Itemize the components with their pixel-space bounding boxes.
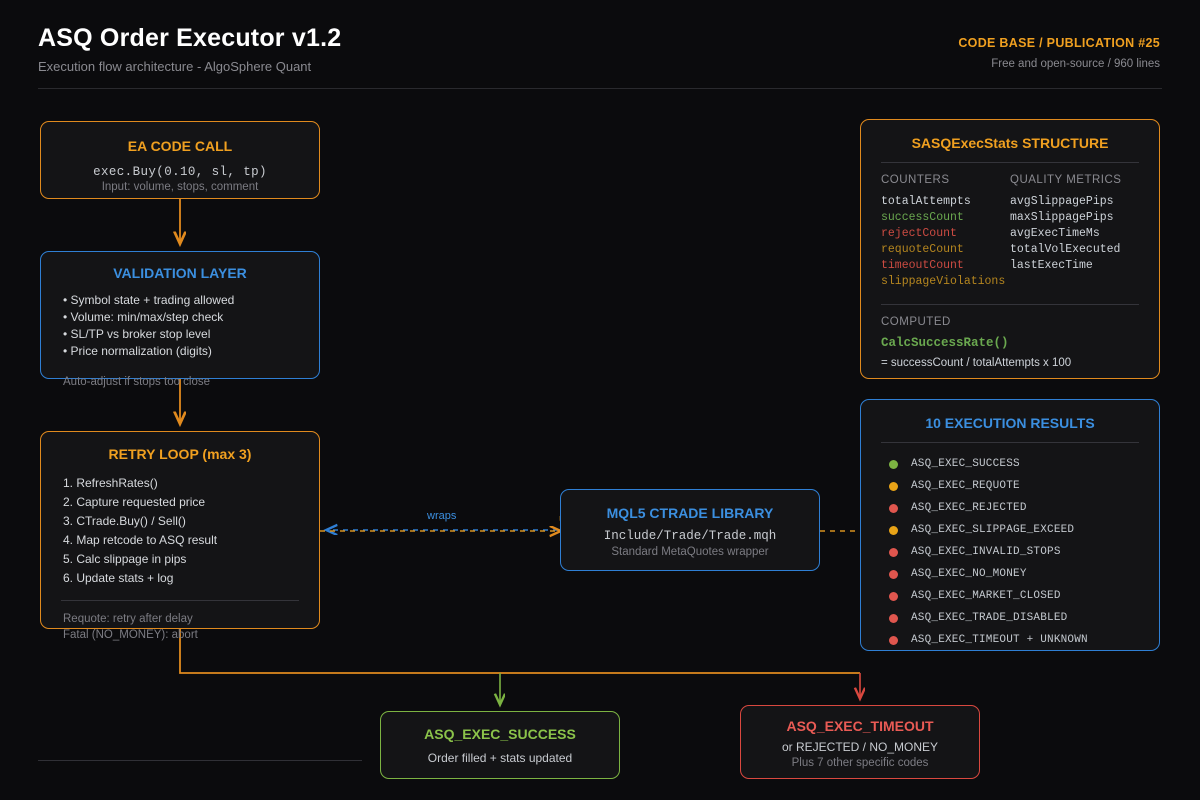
panel-divider <box>881 442 1139 443</box>
node-ea-code-call[interactable]: EA CODE CALL exec.Buy(0.10, sl, tp) Inpu… <box>40 121 320 199</box>
outcome-note: Plus 7 other specific codes <box>791 757 929 769</box>
validation-footnote: Auto-adjust if stops too close <box>63 376 211 388</box>
list-item: slippageViolations <box>881 275 1006 288</box>
list-item: rejectCount <box>881 227 957 240</box>
column-header: QUALITY METRICS <box>1010 174 1122 186</box>
list-item[interactable]: ASQ_EXEC_SUCCESS <box>889 453 1139 475</box>
panel-execution-results[interactable]: 10 EXECUTION RESULTS ASQ_EXEC_SUCCESS AS… <box>860 399 1160 651</box>
list-item: 3. CTrade.Buy() / Sell() <box>63 514 186 528</box>
retry-note: Requote: retry after delay <box>63 613 193 625</box>
list-item[interactable]: ASQ_EXEC_REJECTED <box>889 497 1139 519</box>
status-dot-icon <box>889 547 898 557</box>
node-outcome-success[interactable]: ASQ_EXEC_SUCCESS Order filled + stats up… <box>380 711 620 779</box>
status-dot-icon <box>889 569 898 579</box>
list-item[interactable]: ASQ_EXEC_REQUOTE <box>889 475 1139 497</box>
panel-divider <box>881 304 1139 305</box>
node-mql5-ctrade-library[interactable]: MQL5 CTRADE LIBRARY Include/Trade/Trade.… <box>560 489 820 571</box>
list-item[interactable]: ASQ_EXEC_NO_MONEY <box>889 563 1139 585</box>
panel-divider <box>881 162 1139 163</box>
result-label: ASQ_EXEC_SLIPPAGE_EXCEED <box>911 524 1075 536</box>
status-dot-icon <box>889 459 898 469</box>
list-item[interactable]: ASQ_EXEC_SLIPPAGE_EXCEED <box>889 519 1139 541</box>
computed-header: COMPUTED <box>881 316 951 328</box>
list-item: lastExecTime <box>1010 259 1093 272</box>
list-item: maxSlippagePips <box>1010 211 1114 224</box>
status-dot-icon <box>889 635 898 645</box>
node-validation-layer[interactable]: VALIDATION LAYER • Symbol state + tradin… <box>40 251 320 388</box>
outcome-detail: or REJECTED / NO_MONEY <box>781 740 939 754</box>
publication-note: Free and open-source / 960 lines <box>991 58 1160 70</box>
result-label: ASQ_EXEC_SUCCESS <box>911 458 1020 470</box>
retry-divider <box>61 600 299 601</box>
list-item[interactable]: ASQ_EXEC_MARKET_CLOSED <box>889 585 1139 607</box>
ctrade-path: Include/Trade/Trade.mqh <box>603 529 777 543</box>
page-header: ASQ Order Executor v1.2 Execution flow a… <box>0 0 1200 92</box>
node-title: VALIDATION LAYER <box>113 265 247 281</box>
list-item: avgSlippagePips <box>1010 195 1114 208</box>
result-label: ASQ_EXEC_TIMEOUT + UNKNOWN <box>911 634 1088 646</box>
footer-divider <box>38 760 362 761</box>
ea-call-code: exec.Buy(0.10, sl, tp) <box>93 165 267 179</box>
list-item: • Symbol state + trading allowed <box>63 293 235 307</box>
list-item: timeoutCount <box>881 259 964 272</box>
list-item: 5. Calc slippage in pips <box>63 552 187 566</box>
panel-title: SASQExecStats STRUCTURE <box>911 135 1109 151</box>
node-title: ASQ_EXEC_SUCCESS <box>424 726 576 742</box>
list-item: 2. Capture requested price <box>63 495 206 509</box>
list-item: requoteCount <box>881 243 964 256</box>
computed-function: CalcSuccessRate() <box>881 336 1009 350</box>
status-dot-icon <box>889 591 898 601</box>
outcome-detail: Order filled + stats updated <box>427 751 573 765</box>
status-dot-icon <box>889 481 898 491</box>
result-label: ASQ_EXEC_NO_MONEY <box>911 568 1027 580</box>
ctrade-note: Standard MetaQuotes wrapper <box>611 546 769 558</box>
publication-tag: CODE BASE / PUBLICATION #25 <box>958 36 1160 50</box>
list-item[interactable]: ASQ_EXEC_TIMEOUT + UNKNOWN <box>889 629 1139 651</box>
page-subtitle: Execution flow architecture - AlgoSphere… <box>38 59 312 74</box>
list-item[interactable]: ASQ_EXEC_INVALID_STOPS <box>889 541 1139 563</box>
list-item: • Volume: min/max/step check <box>63 310 224 324</box>
list-item: • Price normalization (digits) <box>63 344 212 358</box>
execution-results-list: ASQ_EXEC_SUCCESS ASQ_EXEC_REQUOTE ASQ_EX… <box>889 453 1139 651</box>
list-item: avgExecTimeMs <box>1010 227 1100 240</box>
status-dot-icon <box>889 503 898 513</box>
panel-stats-structure[interactable]: SASQExecStats STRUCTURE COUNTERS totalAt… <box>860 119 1160 379</box>
list-item: totalAttempts <box>881 195 971 208</box>
panel-title: 10 EXECUTION RESULTS <box>925 415 1095 431</box>
list-item: totalVolExecuted <box>1010 243 1121 256</box>
retry-note: Fatal (NO_MONEY): abort <box>63 629 198 641</box>
counters-list: totalAttempts successCount rejectCount r… <box>881 194 1010 290</box>
result-label: ASQ_EXEC_REQUOTE <box>911 480 1020 492</box>
status-dot-icon <box>889 525 898 535</box>
node-title: ASQ_EXEC_TIMEOUT <box>786 718 934 734</box>
list-item: 6. Update stats + log <box>63 571 174 585</box>
page-title: ASQ Order Executor v1.2 <box>38 24 342 52</box>
result-label: ASQ_EXEC_TRADE_DISABLED <box>911 612 1068 624</box>
result-label: ASQ_EXEC_INVALID_STOPS <box>911 546 1061 558</box>
column-header: COUNTERS <box>881 174 950 186</box>
edge-label-wraps: wraps <box>427 510 457 522</box>
list-item: successCount <box>881 211 964 224</box>
node-title: EA CODE CALL <box>127 138 233 154</box>
ea-call-note: Input: volume, stops, comment <box>101 181 259 193</box>
result-label: ASQ_EXEC_MARKET_CLOSED <box>911 590 1061 602</box>
result-label: ASQ_EXEC_REJECTED <box>911 502 1027 514</box>
list-item: 4. Map retcode to ASQ result <box>63 533 218 547</box>
status-dot-icon <box>889 613 898 623</box>
validation-checklist: • Symbol state + trading allowed • Volum… <box>63 292 301 360</box>
node-retry-loop[interactable]: RETRY LOOP (max 3) 1. RefreshRates() 2. … <box>40 431 320 641</box>
retry-steps: 1. RefreshRates() 2. Capture requested p… <box>63 474 301 588</box>
stats-column-quality: QUALITY METRICS avgSlippagePips maxSlipp… <box>1010 174 1139 290</box>
list-item: • SL/TP vs broker stop level <box>63 327 211 341</box>
list-item: 1. RefreshRates() <box>63 476 158 490</box>
header-divider <box>38 88 1162 89</box>
stats-column-counters: COUNTERS totalAttempts successCount reje… <box>881 174 1010 290</box>
quality-list: avgSlippagePips maxSlippagePips avgExecT… <box>1010 194 1139 274</box>
list-item[interactable]: ASQ_EXEC_TRADE_DISABLED <box>889 607 1139 629</box>
node-title: RETRY LOOP (max 3) <box>108 446 252 462</box>
node-title: MQL5 CTRADE LIBRARY <box>606 505 774 521</box>
computed-expression: = successCount / totalAttempts x 100 <box>881 357 1072 369</box>
node-outcome-failure[interactable]: ASQ_EXEC_TIMEOUT or REJECTED / NO_MONEY … <box>740 705 980 779</box>
stats-columns: COUNTERS totalAttempts successCount reje… <box>881 174 1139 290</box>
